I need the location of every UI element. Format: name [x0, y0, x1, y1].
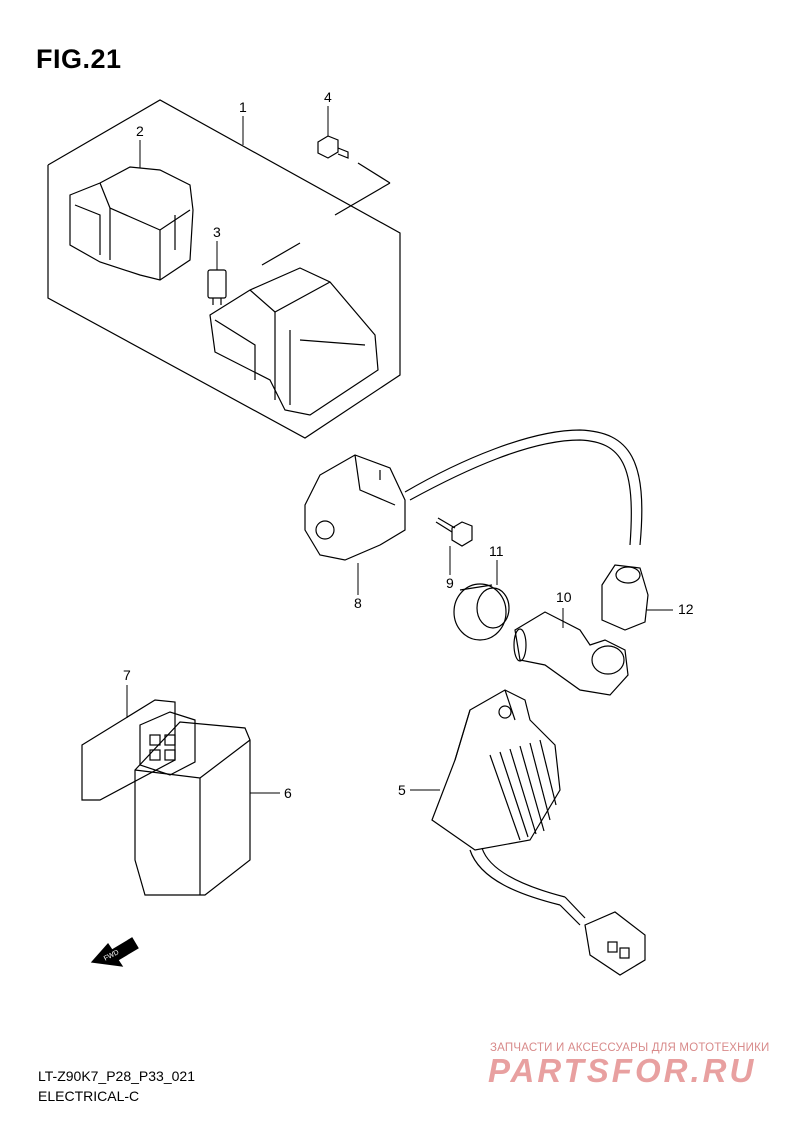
- watermark-logo: PARTSFOR.RU: [488, 1052, 757, 1089]
- part-1-relay: [209, 267, 379, 416]
- part-3-fuse: [207, 269, 227, 305]
- watermark-subtitle: ЗАПЧАСТИ И АКСЕССУАРЫ ДЛЯ МОТОТЕХНИКИ: [490, 1042, 770, 1054]
- leader-lines: [126, 106, 673, 794]
- callout-1: 1: [239, 99, 247, 115]
- part-1-group-box: [47, 99, 401, 439]
- part-12-plug-cap: [601, 564, 649, 631]
- callout-4: 4: [324, 89, 332, 105]
- part-6-cdi: [134, 711, 251, 896]
- callout-7: 7: [123, 667, 131, 683]
- callout-9: 9: [446, 575, 454, 591]
- callout-8: 8: [354, 595, 362, 611]
- part-11-ring: [453, 583, 510, 641]
- callout-11: 11: [489, 543, 504, 559]
- callout-5: 5: [398, 782, 406, 798]
- part-10-boot: [513, 611, 629, 696]
- fwd-arrow-icon: FWD: [90, 937, 139, 967]
- footer-section: ELECTRICAL-C: [38, 1088, 140, 1104]
- callout-10: 10: [556, 589, 572, 605]
- callout-numbers: 1 2 3 4 5 6 7 8 9 10 11 12: [123, 89, 694, 801]
- callout-12: 12: [678, 601, 694, 617]
- footer-model-code: LT-Z90K7_P28_P33_021: [38, 1068, 195, 1084]
- callout-2: 2: [136, 123, 144, 139]
- part-2-cover: [69, 166, 194, 281]
- part-5-regulator: [431, 689, 646, 976]
- part-8-coil: [304, 454, 406, 561]
- part-9-screw: [435, 517, 473, 547]
- figure-title: FIG.21: [36, 44, 122, 74]
- high-tension-cable: [404, 429, 643, 546]
- part-7-pad: [81, 699, 176, 801]
- part-4-bolt: [317, 135, 349, 159]
- callout-3: 3: [213, 224, 221, 240]
- callout-6: 6: [284, 785, 292, 801]
